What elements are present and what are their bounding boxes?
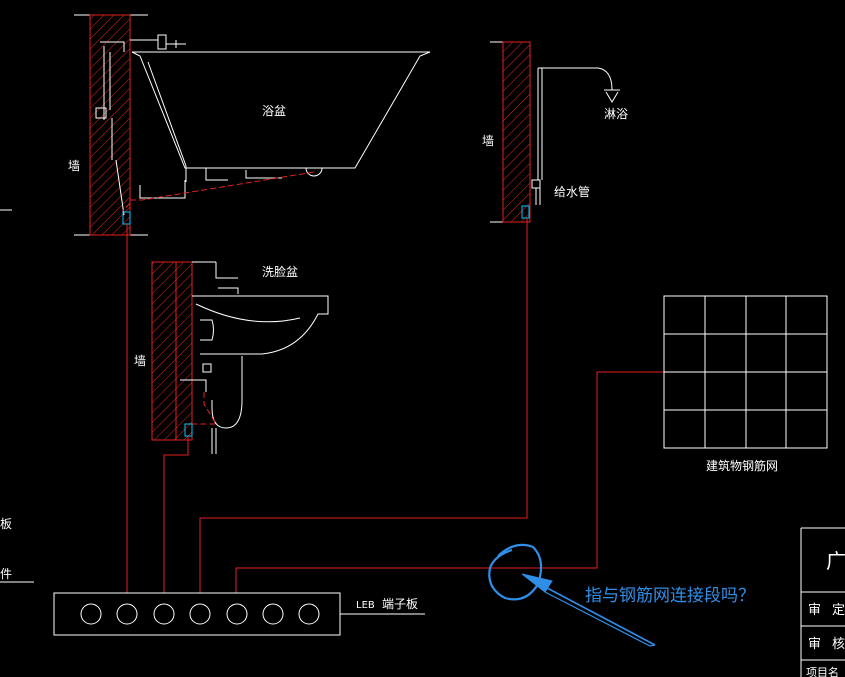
title-row2-a: 审 — [808, 637, 821, 652]
shower-pipe — [531, 67, 620, 205]
bathtub-faucet — [95, 34, 186, 216]
bathtub-label: 浴盆 — [262, 104, 286, 118]
shower-label: 淋浴 — [604, 107, 628, 121]
annotation-markup — [488, 543, 656, 647]
terminal-board-label: 端子板 — [382, 597, 418, 611]
bathtub — [131, 51, 431, 199]
terminal-board-code: LEB — [356, 600, 375, 611]
wall-label-3: 墙 — [134, 354, 146, 368]
terminal-board — [53, 592, 425, 636]
bathtub-bonding-dashed — [121, 171, 315, 213]
wall-label-1: 墙 — [68, 159, 80, 173]
bathtub-wall — [74, 14, 148, 236]
washbasin — [180, 262, 329, 454]
title-row3: 项目名 — [806, 665, 839, 677]
shower-wall — [490, 41, 531, 223]
washbasin-bonding-dashed — [192, 392, 217, 425]
rebar-mesh-grid — [663, 295, 828, 449]
title-row2-b: 核 — [832, 637, 845, 652]
title-block-top-char: 广 — [826, 549, 845, 573]
wall-label-2: 墙 — [482, 134, 494, 148]
left-fragment-1: 板 — [0, 517, 12, 531]
shower-bond-marker — [521, 205, 530, 219]
title-row1-a: 审 — [808, 603, 821, 618]
annotation-text: 指与钢筋网连接段吗？ — [585, 586, 755, 606]
title-block — [800, 527, 845, 677]
bonding-conductors — [126, 218, 664, 593]
rebar-mesh-label: 建筑物钢筋网 — [706, 458, 778, 473]
washbasin-wall — [151, 261, 216, 441]
water-pipe-label: 给水管 — [554, 184, 590, 199]
left-fragment-2: 件 — [0, 567, 12, 581]
title-row1-b: 定 — [832, 603, 845, 618]
washbasin-label: 洗脸盆 — [262, 265, 298, 279]
